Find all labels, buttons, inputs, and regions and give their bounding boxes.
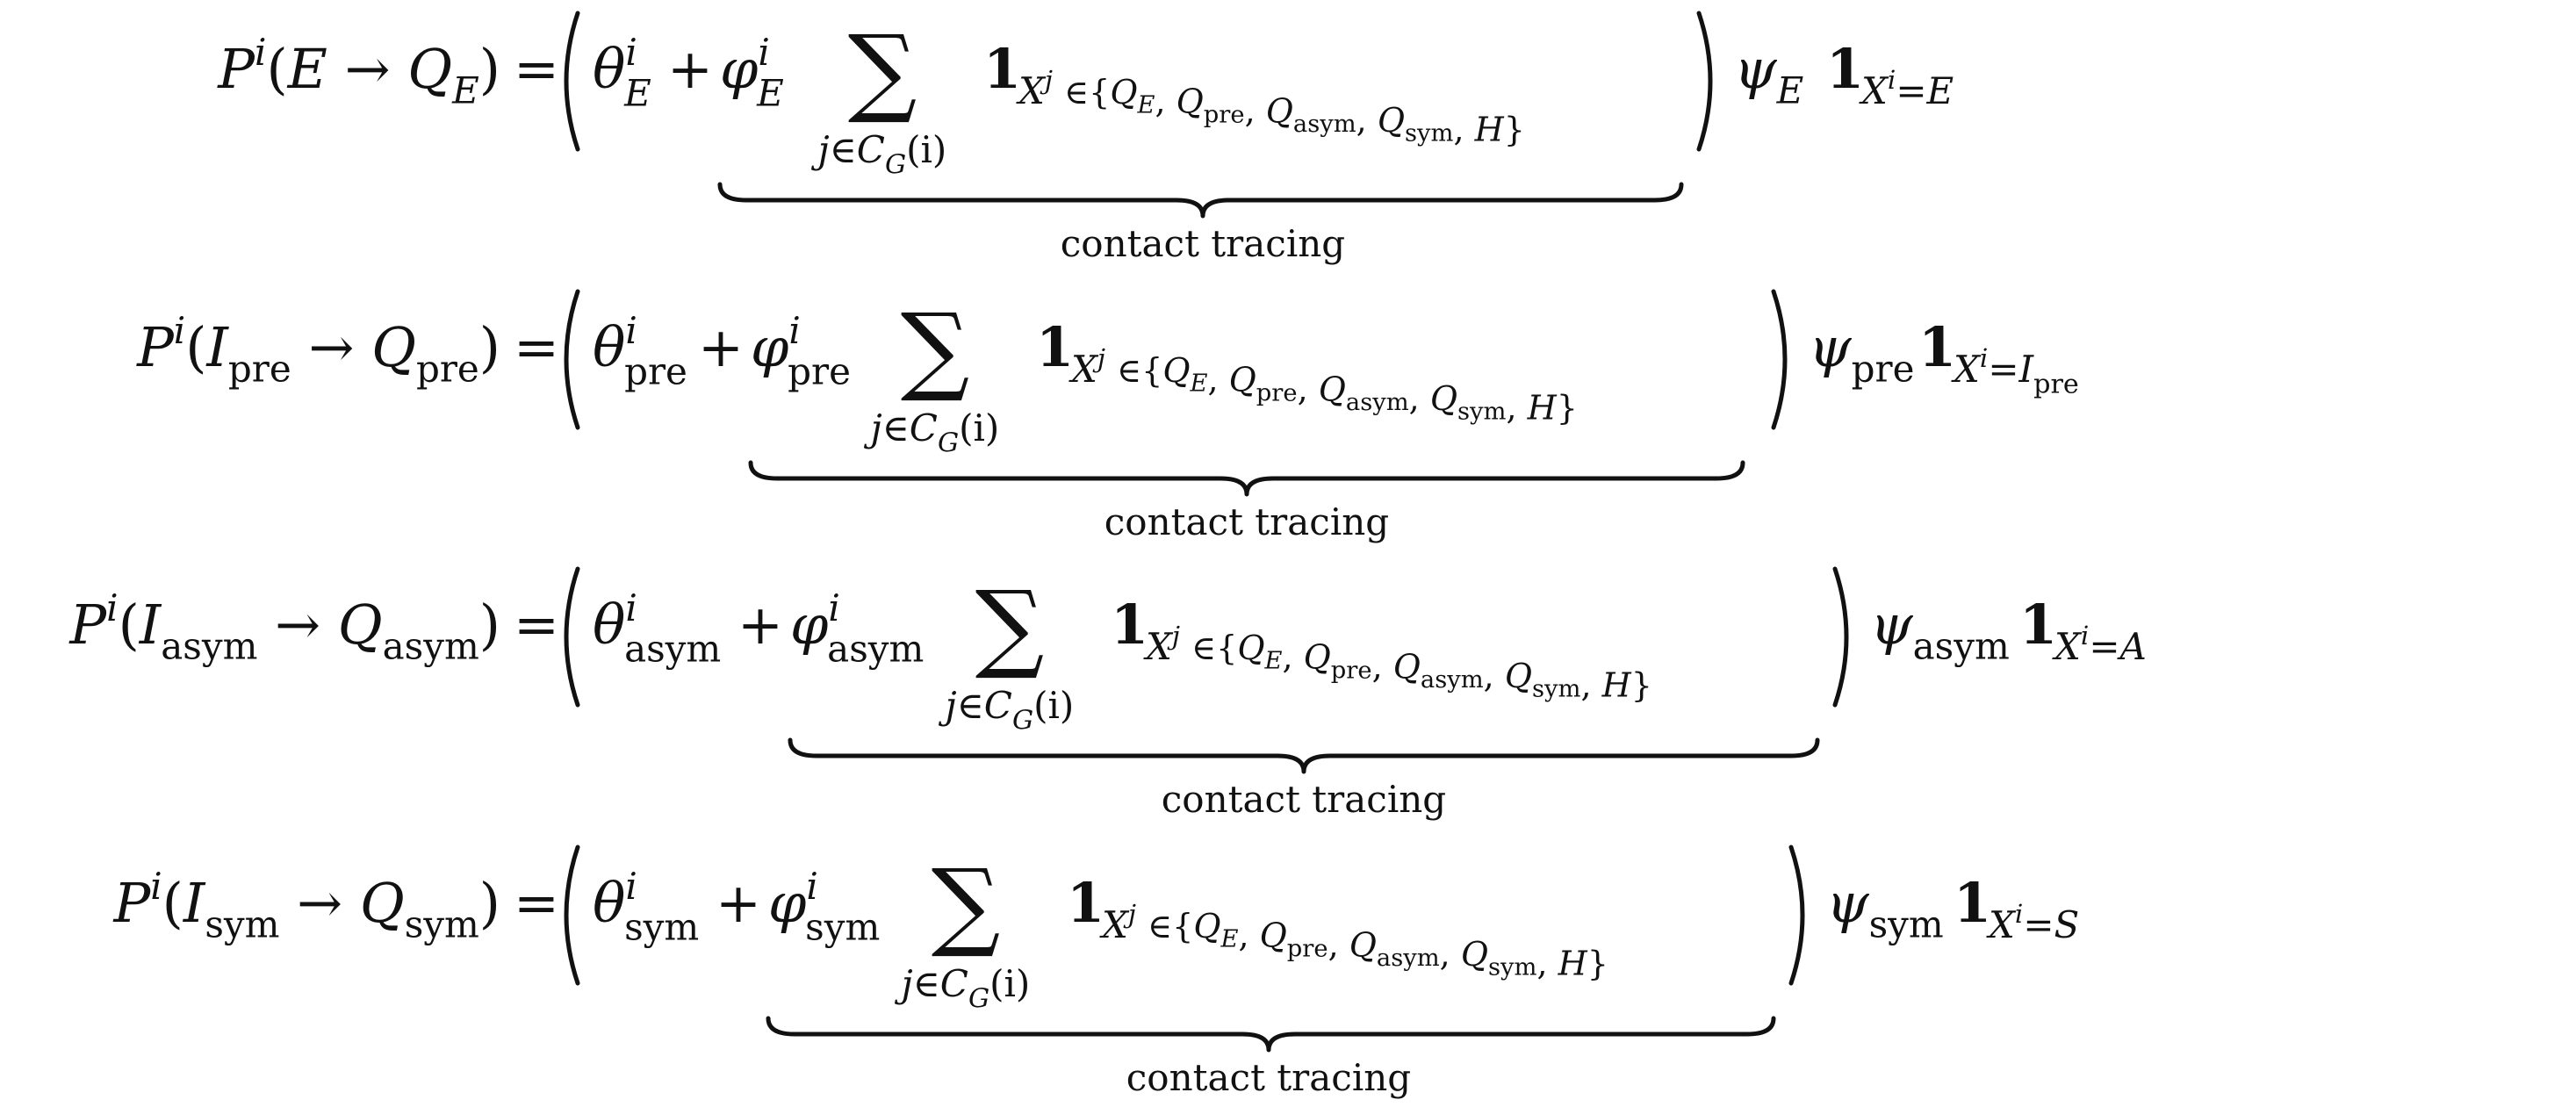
underbrace	[788, 737, 1820, 774]
summation-sign: ∑	[901, 292, 970, 405]
sum-limit: j∈CG(i)	[864, 406, 1000, 459]
sum-limit: j∈CG(i)	[939, 684, 1075, 737]
lhs: Pi(Iasym → Qasym)	[68, 586, 500, 667]
indicator-set: ∈{QE, Qpre, Qasym, Qsym, H}	[1191, 629, 1652, 705]
indicator-subscript-var: Xj	[1143, 621, 1180, 668]
psi-term: ψasym	[1870, 593, 2010, 667]
right-paren	[1788, 845, 1805, 986]
equals-sign: =	[514, 37, 559, 101]
plus-sign: +	[667, 37, 713, 101]
lhs: Pi(Isym → Qsym)	[113, 865, 501, 945]
brace-label: contact tracing	[1162, 778, 1446, 821]
psi-term: ψpre	[1809, 315, 1914, 390]
indicator-one: 1	[1111, 593, 1148, 657]
indicator-subscript-var: Xj	[1016, 65, 1053, 112]
left-paren	[564, 845, 580, 986]
equals-sign: =	[514, 315, 559, 379]
indicator-subscript-var: Xj	[1099, 899, 1136, 946]
brace-label: contact tracing	[1105, 500, 1389, 543]
indicator-two-condition: Xi=Ipre	[1951, 343, 2079, 399]
indicator-one: 1	[983, 37, 1021, 101]
plus-sign: +	[716, 871, 761, 935]
indicator-two: 1	[2019, 593, 2057, 657]
summation-sign: ∑	[848, 14, 917, 126]
left-paren	[564, 566, 580, 708]
indicator-one: 1	[1067, 871, 1105, 935]
indicator-set: ∈{QE, Qpre, Qasym, Qsym, H}	[1117, 351, 1578, 428]
indicator-two-condition: Xi=S	[1986, 899, 2079, 946]
equals-sign: =	[514, 871, 559, 935]
indicator-two: 1	[1954, 871, 1991, 935]
plus-sign: +	[738, 593, 783, 657]
summation-sign: ∑	[975, 570, 1045, 682]
underbrace	[766, 1016, 1776, 1053]
indicator-two: 1	[1826, 37, 1864, 101]
right-paren	[1696, 11, 1713, 152]
indicator-two-condition: Xi=A	[2052, 621, 2147, 668]
brace-label: contact tracing	[1061, 222, 1345, 265]
summation-sign: ∑	[932, 848, 1001, 960]
indicator-one: 1	[1036, 315, 1074, 379]
brace-label: contact tracing	[1126, 1056, 1411, 1099]
indicator-two-condition: Xi=E	[1859, 65, 1954, 112]
right-paren	[1832, 566, 1849, 708]
psi-term: ψE	[1734, 37, 1803, 111]
equals-sign: =	[514, 593, 559, 657]
lhs: Pi(E → QE)	[217, 31, 500, 111]
underbrace	[748, 460, 1745, 497]
left-paren	[564, 11, 580, 152]
right-paren	[1771, 289, 1788, 430]
lhs: Pi(Ipre → Qpre)	[136, 309, 500, 390]
underbrace	[717, 182, 1684, 219]
sum-limit: j∈CG(i)	[895, 962, 1031, 1015]
sum-limit: j∈CG(i)	[811, 128, 947, 181]
psi-term: ψsym	[1826, 871, 1944, 945]
left-paren	[564, 289, 580, 430]
indicator-two: 1	[1918, 315, 1956, 379]
indicator-subscript-var: Xj	[1069, 343, 1105, 391]
indicator-set: ∈{QE, Qpre, Qasym, Qsym, H}	[1148, 907, 1608, 983]
plus-sign: +	[698, 315, 744, 379]
indicator-set: ∈{QE, Qpre, Qasym, Qsym, H}	[1064, 73, 1525, 149]
